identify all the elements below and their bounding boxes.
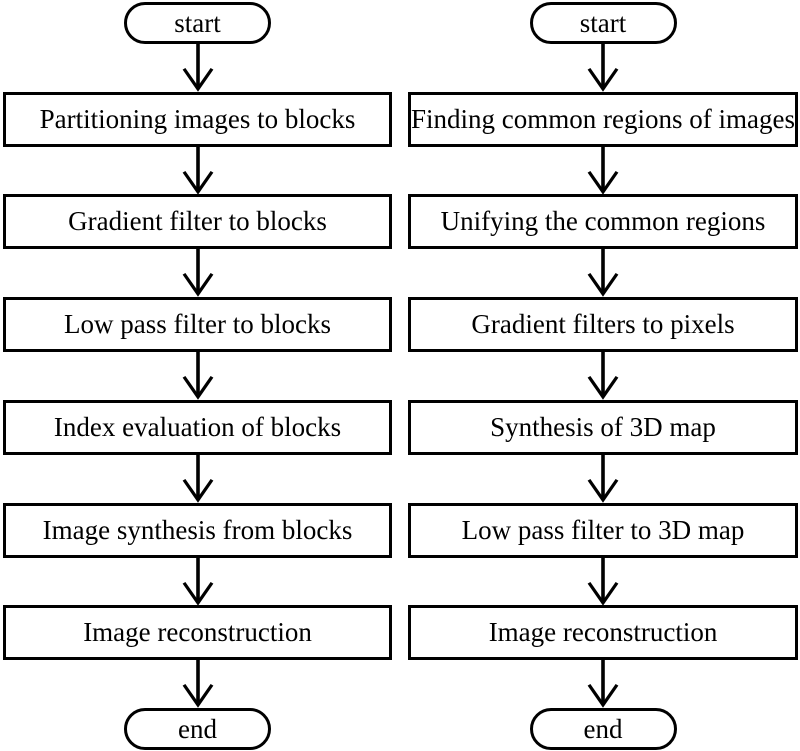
down-arrow-connector <box>408 557 798 606</box>
process-step: Gradient filters to pixels <box>408 297 798 353</box>
down-arrow-connector <box>3 44 392 92</box>
process-step: Low pass filter to blocks <box>3 297 393 353</box>
down-arrow-connector <box>3 454 392 503</box>
process-step: Finding common regions of images <box>408 91 798 147</box>
down-arrow-connector <box>3 352 392 400</box>
process-step: Index evaluation of blocks <box>3 399 393 455</box>
process-step: Synthesis of 3D map <box>408 399 798 455</box>
down-arrow-connector <box>3 249 392 298</box>
down-arrow-connector <box>408 660 798 709</box>
process-step: Image synthesis from blocks <box>3 502 393 558</box>
process-step: Partitioning images to blocks <box>3 91 393 147</box>
process-step: Gradient filter to blocks <box>3 194 393 250</box>
process-step: Unifying the common regions <box>408 194 798 250</box>
down-arrow-connector <box>408 352 798 400</box>
end-terminal: end <box>124 708 272 751</box>
start-terminal: start <box>529 2 677 44</box>
process-step: Image reconstruction <box>408 605 798 661</box>
process-step: Low pass filter to 3D map <box>408 502 798 558</box>
down-arrow-connector <box>408 146 798 195</box>
process-step: Image reconstruction <box>3 605 393 661</box>
down-arrow-connector <box>408 44 798 92</box>
down-arrow-connector <box>408 454 798 503</box>
start-terminal: start <box>124 2 272 44</box>
down-arrow-connector <box>408 249 798 298</box>
down-arrow-connector <box>3 557 392 606</box>
down-arrow-connector <box>3 146 392 195</box>
down-arrow-connector <box>3 660 392 709</box>
end-terminal: end <box>529 708 677 751</box>
